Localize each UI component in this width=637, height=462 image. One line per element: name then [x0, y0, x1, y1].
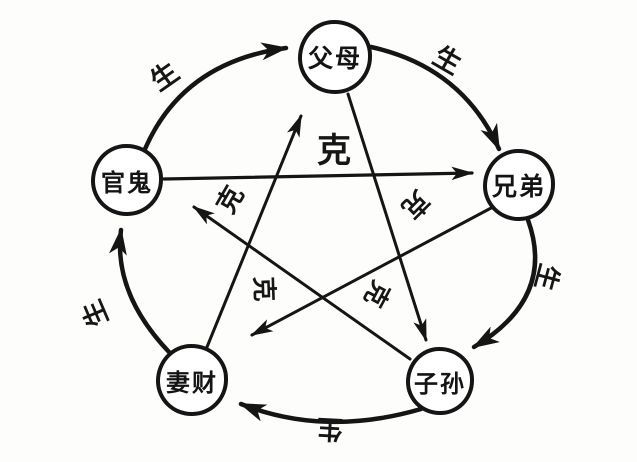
generate-arc-wife-wealth-to-officials: [108, 227, 172, 355]
generate-arc-parents-to-brothers: [368, 44, 502, 152]
node-children-label: 子孙: [414, 369, 466, 398]
node-parents-label: 父母: [307, 44, 362, 73]
node-parents: 父母: [298, 20, 372, 94]
overcome-line-brothers-to-wife-wealth: [250, 205, 495, 337]
generate-arc-brothers-to-children: [471, 217, 538, 350]
node-officials-label: 官鬼: [101, 168, 153, 197]
node-officials: 官鬼: [91, 144, 163, 216]
generate-arc-officials-to-parents: [142, 42, 289, 152]
generate-label-children-to-wife-wealth: 生: [316, 412, 344, 444]
node-wife-wealth-label: 妻财: [166, 368, 218, 397]
overcome-line-officials-to-brothers: [162, 166, 474, 181]
overcome-line-wife-wealth-to-parents: [205, 114, 303, 349]
generate-arc-children-to-wife-wealth: [238, 401, 424, 425]
overcome-line-children-to-officials: [192, 205, 412, 361]
overcome-line-parents-to-children: [346, 92, 428, 342]
node-children: 子孙: [406, 347, 474, 415]
node-wife-wealth: 妻财: [156, 344, 228, 416]
node-brothers-label: 兄弟: [491, 172, 546, 201]
node-brothers: 兄弟: [483, 149, 555, 221]
overcome-label-wife-wealth-to-parents: 克: [249, 275, 279, 303]
overcome-label-officials-to-brothers: 克: [317, 131, 351, 171]
